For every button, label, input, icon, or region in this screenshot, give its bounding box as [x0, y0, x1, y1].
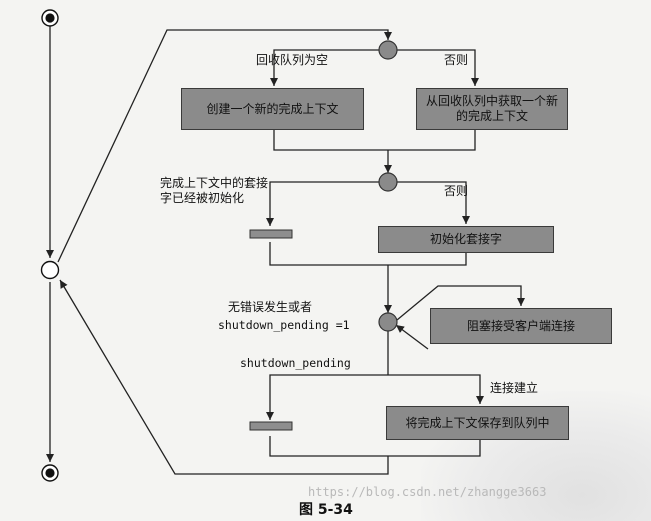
- edge-otherwise-branch-1: [397, 49, 479, 86]
- edge-loop-to-decision-1: [57, 29, 392, 263]
- box-get-from-queue: 从回收队列中获取一个新的完成上下文: [416, 88, 568, 130]
- watermark-url: https://blog.csdn.net/zhangge3663: [308, 485, 547, 499]
- edge-join-2: [269, 242, 467, 266]
- box-save-to-queue: 将完成上下文保存到队列中: [386, 406, 569, 440]
- label-no-error: 无错误发生或者: [228, 300, 313, 314]
- edge-join-3: [269, 436, 481, 457]
- edge-empty-branch: [270, 49, 379, 86]
- box-create-context: 创建一个新的完成上下文: [181, 88, 364, 130]
- edge-shutdown-branch: [266, 374, 388, 420]
- sync-bar-shutdown: [249, 421, 293, 431]
- edge-connection-branch: [388, 374, 484, 404]
- figure-caption: 图 5-34: [299, 502, 353, 518]
- decision-node-recycle: [378, 40, 398, 60]
- edge-initialized-branch: [266, 181, 379, 226]
- start-node: [41, 9, 59, 27]
- edge-block-accept-return: [395, 324, 429, 350]
- label-otherwise-2: 否则: [444, 184, 469, 198]
- decision-node-socket: [378, 172, 398, 192]
- edge-otherwise-branch-2: [397, 181, 470, 224]
- sync-bar-socket: [249, 229, 293, 239]
- decision-node-shutdown: [378, 312, 398, 332]
- label-shutdown-pending: shutdown_pending: [240, 356, 351, 370]
- edge-to-block-accept: [396, 285, 525, 321]
- label-shutdown-pending-eq: shutdown_pending =1: [218, 318, 350, 332]
- edge-join-1: [273, 130, 476, 151]
- end-node: [41, 464, 59, 482]
- label-otherwise-1: 否则: [444, 53, 469, 67]
- box-block-accept: 阻塞接受客户端连接: [430, 308, 612, 344]
- label-socket-initialized: 完成上下文中的套接字已经被初始化: [160, 176, 269, 205]
- merge-node: [40, 260, 60, 280]
- edge-back-to-merge: [59, 279, 389, 475]
- label-recycle-empty: 回收队列为空: [256, 53, 329, 67]
- label-connection-established: 连接建立: [490, 381, 539, 395]
- box-init-socket: 初始化套接字: [378, 226, 554, 253]
